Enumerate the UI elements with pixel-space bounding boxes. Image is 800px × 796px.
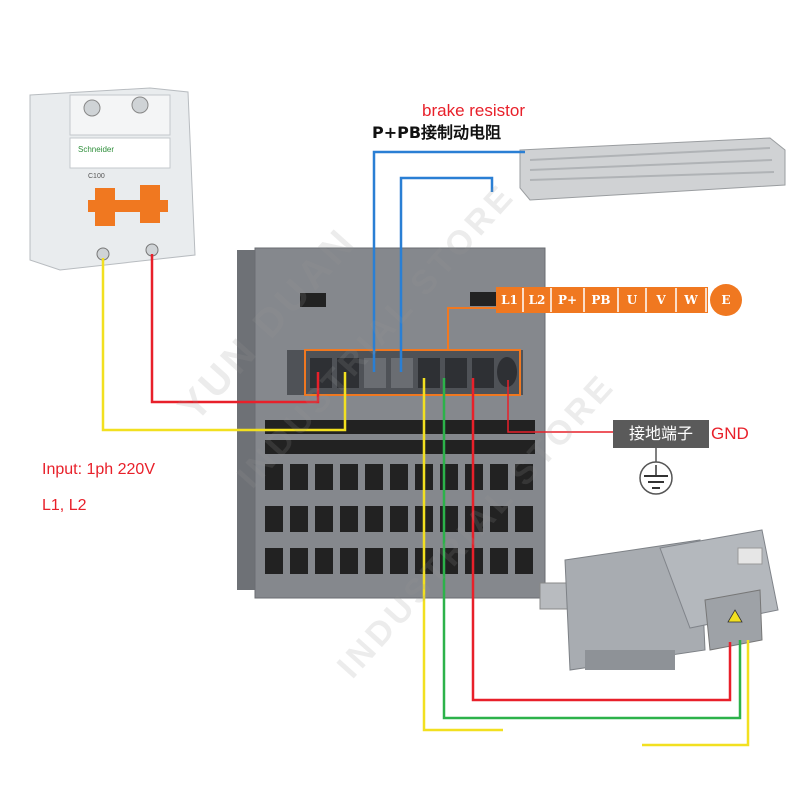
input-label: Input: 1ph 220V bbox=[42, 461, 155, 478]
wire-v-green bbox=[442, 378, 742, 720]
terminal-v: V bbox=[656, 293, 666, 307]
terminal-strip bbox=[496, 287, 708, 313]
breaker-model: C100 bbox=[88, 173, 105, 180]
terminal-bracket bbox=[447, 307, 498, 350]
terminal-l2: L2 bbox=[528, 293, 546, 307]
motor bbox=[539, 529, 779, 671]
brake-resistor-label: brake resistor bbox=[422, 101, 525, 120]
terminal-p-plus: P+ bbox=[557, 293, 578, 307]
input-terminals-label: L1, L2 bbox=[42, 497, 87, 514]
circuit-breaker: Schneider C100 bbox=[29, 87, 196, 271]
gnd-label: GND bbox=[711, 424, 749, 443]
terminal-l1: L1 bbox=[501, 293, 518, 307]
wire-l2-yellow bbox=[101, 258, 347, 432]
brake-resistor bbox=[519, 137, 786, 201]
terminal-u: U bbox=[626, 293, 638, 307]
pb-brake-resistor-chinese-label: P+PB接制动电阻 bbox=[372, 123, 502, 142]
wire-w-red bbox=[471, 378, 732, 702]
terminal-dividers bbox=[522, 288, 707, 312]
wire-u-yellow-motor bbox=[642, 640, 750, 747]
wire-l1-red bbox=[150, 254, 320, 404]
ground-symbol-icon bbox=[639, 461, 673, 495]
wire-u-yellow bbox=[422, 378, 503, 732]
terminal-w: W bbox=[684, 293, 698, 307]
wire-pplus-blue bbox=[372, 150, 525, 372]
terminal-pb: PB bbox=[591, 293, 611, 307]
ground-terminal-chinese-label: 接地端子 bbox=[613, 420, 709, 448]
wires bbox=[101, 150, 750, 747]
terminal-e: E bbox=[721, 293, 731, 307]
wire-e-ground bbox=[507, 380, 613, 433]
terminal-e-circle bbox=[710, 284, 742, 316]
breaker-brand: Schneider bbox=[78, 145, 114, 154]
wire-pb-blue bbox=[399, 176, 494, 372]
